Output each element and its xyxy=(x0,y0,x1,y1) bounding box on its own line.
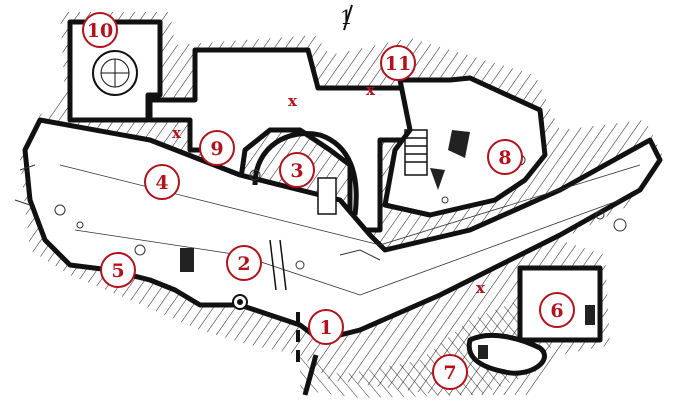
room-label-5[interactable]: 5 xyxy=(100,252,136,288)
x-markers: x x x x xyxy=(172,81,486,297)
svg-text:8: 8 xyxy=(498,147,511,169)
entrance-marks xyxy=(296,312,319,396)
room-label-8[interactable]: 8 xyxy=(487,139,523,175)
room-label-4[interactable]: 4 xyxy=(144,164,180,200)
x-marker-2: x xyxy=(366,81,376,99)
room-label-11[interactable]: 11 xyxy=(380,45,416,81)
pillar-icon xyxy=(317,177,337,215)
svg-text:6: 6 xyxy=(550,300,563,322)
svg-text:9: 9 xyxy=(210,138,223,160)
room-label-9[interactable]: 9 xyxy=(199,130,235,166)
x-marker-4: x xyxy=(476,279,486,297)
room-3-arch xyxy=(252,131,359,216)
well-icon xyxy=(92,50,138,96)
svg-text:5: 5 xyxy=(111,260,124,282)
room-label-2[interactable]: 2 xyxy=(226,245,262,281)
room-7-floor xyxy=(466,332,547,376)
sewer-grate-icon xyxy=(232,294,248,310)
room-label-7[interactable]: 7 xyxy=(432,354,468,390)
stairs-icon xyxy=(404,129,428,176)
svg-text:7: 7 xyxy=(443,362,456,384)
room-label-10[interactable]: 10 xyxy=(82,12,118,48)
svg-text:3: 3 xyxy=(290,160,303,182)
svg-text:2: 2 xyxy=(237,253,250,275)
crate-icon xyxy=(180,130,595,359)
svg-text:1: 1 xyxy=(319,317,332,339)
svg-text:4: 4 xyxy=(155,172,168,194)
north-marker: 1 xyxy=(340,4,353,31)
room-label-3[interactable]: 3 xyxy=(279,152,315,188)
svg-text:10: 10 xyxy=(87,20,113,42)
svg-text:11: 11 xyxy=(385,53,411,75)
room-labels[interactable]: 10 11 9 3 4 8 5 2 xyxy=(82,12,575,390)
room-label-6[interactable]: 6 xyxy=(539,292,575,328)
x-marker-1: x xyxy=(288,92,298,110)
x-marker-3: x xyxy=(172,124,182,142)
ladder-icon xyxy=(269,239,287,291)
corridor-floor xyxy=(22,117,663,343)
room-label-1[interactable]: 1 xyxy=(308,309,344,345)
